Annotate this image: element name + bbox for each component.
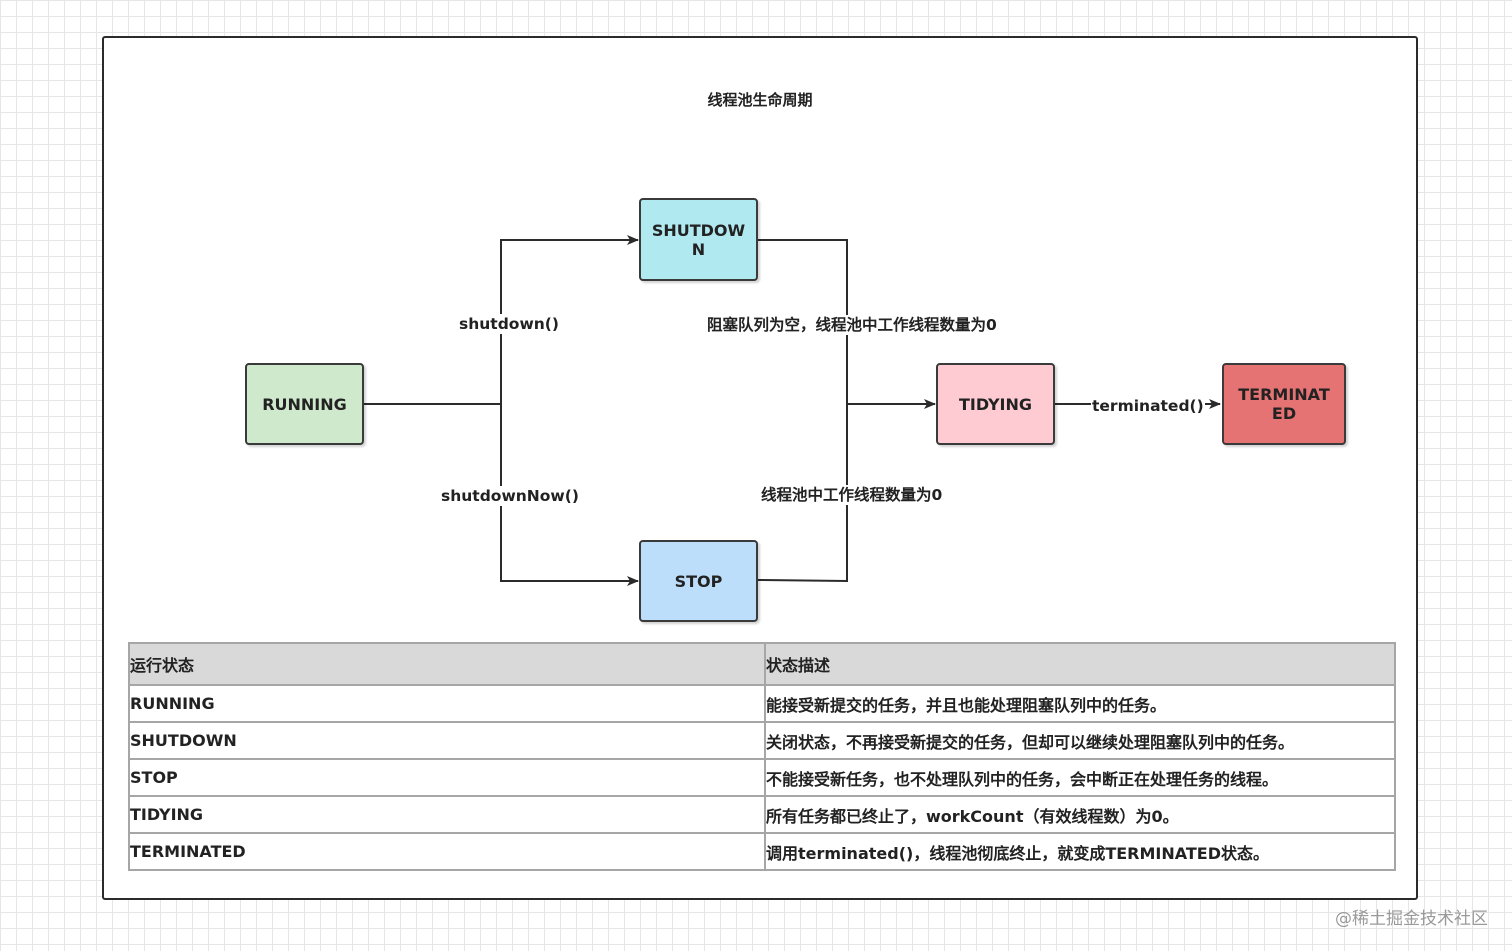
edge-running-to-shutdown — [500, 235, 639, 404]
table-cell-description: 关闭状态，不再接受新提交的任务，但却可以继续处理阻塞队列中的任务。 — [764, 721, 1396, 760]
table-cell-description: 能接受新提交的任务，并且也能处理阻塞队列中的任务。 — [764, 684, 1396, 723]
table-cell-state: TIDYING — [128, 795, 766, 834]
table-row: STOP 不能接受新任务，也不处理队列中的任务，会中断正在处理任务的线程。 — [128, 758, 1396, 797]
edge-stop-to-merge — [757, 404, 848, 583]
table-cell-description: 不能接受新任务，也不处理队列中的任务，会中断正在处理任务的线程。 — [764, 758, 1396, 797]
node-running-label: RUNNING — [262, 394, 347, 414]
table-row: SHUTDOWN 关闭状态，不再接受新提交的任务，但却可以继续处理阻塞队列中的任… — [128, 721, 1396, 760]
edge-running-to-stop — [500, 404, 639, 586]
table-row: RUNNING 能接受新提交的任务，并且也能处理阻塞队列中的任务。 — [128, 684, 1396, 723]
node-shutdown[interactable]: SHUTDOWN — [639, 198, 758, 281]
table-cell-state: STOP — [128, 758, 766, 797]
edge-label-terminated: terminated() — [1091, 396, 1205, 416]
node-terminated[interactable]: TERMINATED — [1222, 363, 1346, 445]
table-cell-state: SHUTDOWN — [128, 721, 766, 760]
table-cell-state: RUNNING — [128, 684, 766, 723]
table-header-row: 运行状态 状态描述 — [128, 642, 1396, 686]
node-terminated-label: TERMINATED — [1238, 385, 1330, 423]
edge-label-shutdown: shutdown() — [458, 314, 560, 334]
diagram-title: 线程池生命周期 — [707, 91, 813, 109]
edge-label-stop-to-tidying: 线程池中工作线程数量为0 — [760, 485, 944, 505]
node-stop[interactable]: STOP — [639, 540, 758, 622]
edge-shutdown-to-merge — [758, 239, 848, 404]
node-running[interactable]: RUNNING — [245, 363, 364, 445]
table-cell-state: TERMINATED — [128, 832, 766, 871]
edge-label-shutdown-now: shutdownNow() — [440, 486, 580, 506]
table-header-state: 运行状态 — [128, 642, 766, 686]
watermark: @稀土掘金技术社区 — [1335, 909, 1488, 929]
table-row: TIDYING 所有任务都已终止了，workCount（有效线程数）为0。 — [128, 795, 1396, 834]
table-cell-description: 所有任务都已终止了，workCount（有效线程数）为0。 — [764, 795, 1396, 834]
node-stop-label: STOP — [674, 571, 723, 591]
table-cell-description: 调用terminated()，线程池彻底终止，就变成TERMINATED状态。 — [764, 832, 1396, 871]
node-tidying[interactable]: TIDYING — [936, 363, 1055, 445]
state-table: 运行状态 状态描述 RUNNING 能接受新提交的任务，并且也能处理阻塞队列中的… — [128, 642, 1396, 871]
table-header-description: 状态描述 — [764, 642, 1396, 686]
edge-label-shutdown-to-tidying: 阻塞队列为空，线程池中工作线程数量为0 — [706, 315, 998, 335]
node-shutdown-label: SHUTDOWN — [651, 220, 746, 259]
node-tidying-label: TIDYING — [958, 394, 1033, 414]
table-row: TERMINATED 调用terminated()，线程池彻底终止，就变成TER… — [128, 832, 1396, 871]
